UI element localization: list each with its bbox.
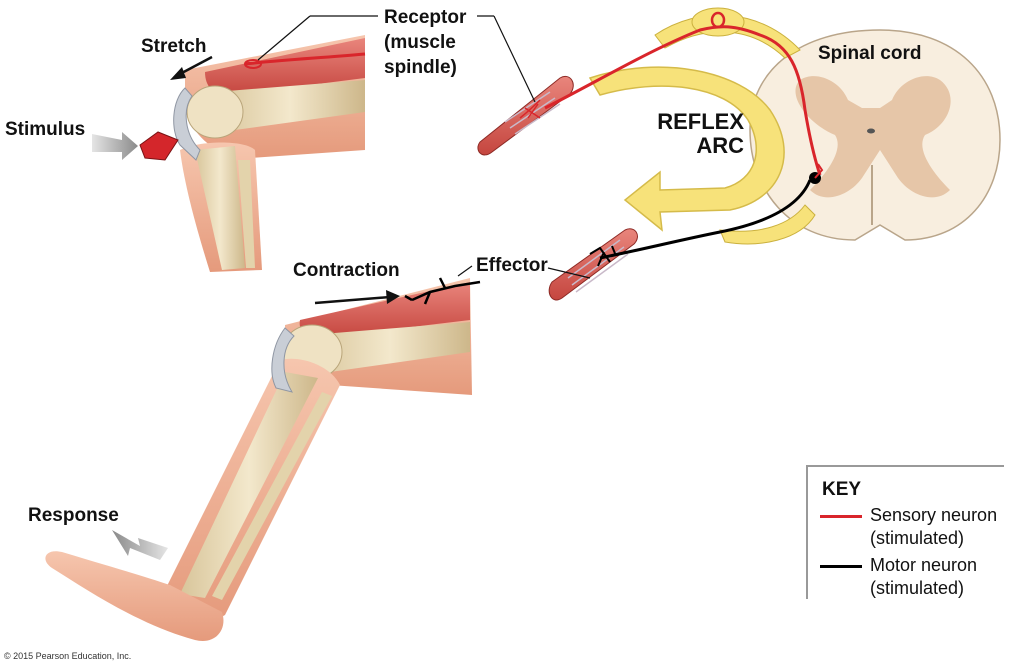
stretch-arrowhead <box>170 67 186 80</box>
sensory-key-line1: Sensory neuron <box>870 505 998 525</box>
contraction-arrow <box>314 295 391 305</box>
stretch-label: Stretch <box>141 36 207 57</box>
stimulus-arrow <box>92 132 138 160</box>
legend-key: KEY Sensory neuron (stimulated) Motor ne… <box>806 465 1004 599</box>
reflex-hammer-icon <box>139 131 179 161</box>
motor-key-line2: (stimulated) <box>870 578 965 598</box>
receptor-sublabel-1: (muscle <box>384 32 456 53</box>
response-label: Response <box>28 505 119 526</box>
top-patellar-tendon <box>173 87 201 161</box>
synapse-connection <box>814 163 824 179</box>
bottom-femur <box>310 322 470 372</box>
effector-callout <box>547 267 591 279</box>
top-tibia <box>195 146 245 270</box>
spinal-cord-section <box>749 29 1001 241</box>
arc-word: ARC <box>696 133 744 158</box>
reflex-word: REFLEX <box>657 109 744 134</box>
receptor-callout-2 <box>257 15 311 61</box>
effector-callout-2 <box>457 265 473 277</box>
key-title: KEY <box>822 479 862 500</box>
sensory-key-line2: (stimulated) <box>870 528 965 548</box>
bottom-leg <box>45 277 481 641</box>
response-arrow <box>112 530 168 560</box>
effector-label: Effector <box>476 255 548 276</box>
top-quadriceps-muscle <box>205 38 365 96</box>
thigh-sensory-neuron <box>244 52 366 66</box>
motor-key-swatch <box>820 565 862 568</box>
spinal-cord-gray-matter <box>795 76 951 198</box>
sensory-neuron-path <box>544 25 822 176</box>
bottom-fibula <box>212 392 332 600</box>
thigh-motor-endings <box>404 277 481 305</box>
motor-key-line1: Motor neuron <box>870 555 978 575</box>
top-femur-condyle <box>186 85 244 139</box>
reflex-arc-title: REFLEX ARC <box>640 110 744 158</box>
receptor-callout-4 <box>493 15 536 103</box>
receptor-label: Receptor <box>384 7 467 28</box>
top-fibula <box>238 160 255 268</box>
spinal-cord-label: Spinal cord <box>818 43 922 64</box>
receptor-sublabel-2: spindle) <box>384 57 457 78</box>
reflex-arc-arrow <box>588 66 785 232</box>
contraction-arrowhead <box>386 290 400 304</box>
motor-neuron-path <box>599 179 812 260</box>
bottom-tibia <box>180 372 318 598</box>
copyright-text: © 2015 Pearson Education, Inc. <box>4 651 132 661</box>
ventral-root <box>719 204 816 245</box>
bottom-patellar-tendon <box>271 327 295 393</box>
stimulus-label: Stimulus <box>5 119 86 140</box>
sensory-key-swatch <box>820 515 862 518</box>
contraction-label: Contraction <box>293 260 400 281</box>
top-femur <box>215 80 365 130</box>
isolated-effector-muscle <box>548 228 638 301</box>
sensory-cell-body <box>710 11 726 29</box>
central-canal <box>867 128 875 134</box>
bottom-foot <box>45 551 224 641</box>
top-leg <box>92 35 366 272</box>
thigh-receptor-spindle <box>244 59 262 69</box>
isolated-receptor-muscle <box>477 76 574 156</box>
